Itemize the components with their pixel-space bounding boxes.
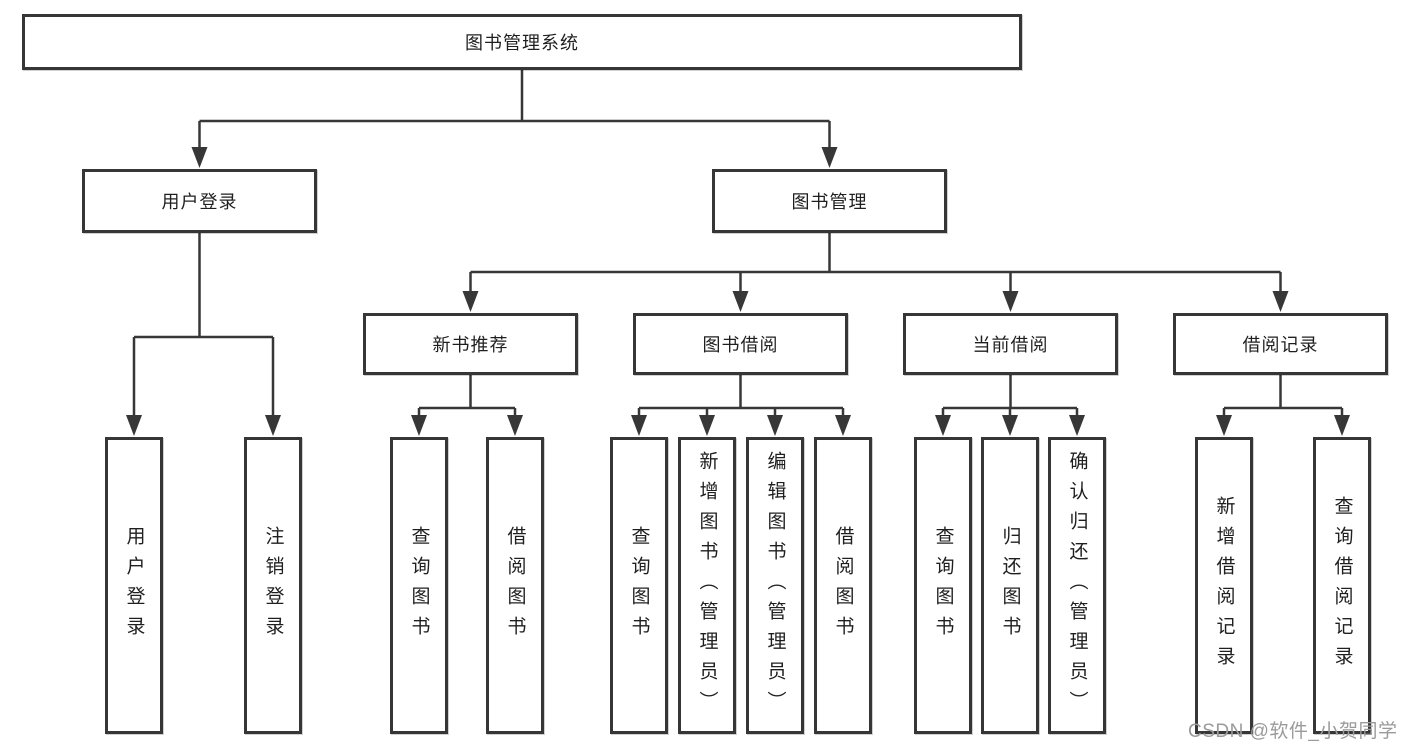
watermark: CSDN @软件_小贺同学 [1188, 721, 1398, 742]
node-new-book-recommendation: 新书推荐 [363, 313, 578, 375]
node-label: 新书推荐 [432, 335, 509, 355]
leaf-add-book-admin: 新增图书（管理员） [678, 437, 736, 734]
node-book-management: 图书管理 [712, 169, 947, 233]
node-library-management-system: 图书管理系统 [22, 14, 1022, 70]
leaf-label: 借阅图书 [832, 525, 854, 646]
leaf-label: 归还图书 [999, 525, 1021, 646]
leaf-label: 新增图书（管理员） [696, 450, 718, 721]
leaf-query-books-borrowing: 查询图书 [610, 437, 668, 734]
leaf-confirm-return-admin: 确认归还（管理员） [1048, 437, 1106, 734]
node-label: 图书管理 [791, 192, 868, 212]
leaf-borrow-books-recommend: 借阅图书 [486, 437, 544, 734]
leaf-label: 借阅图书 [504, 525, 526, 646]
leaf-label: 查询图书 [932, 525, 954, 646]
leaf-label: 确认归还（管理员） [1066, 450, 1088, 721]
node-book-borrowing: 图书借阅 [633, 313, 848, 375]
leaf-label: 用户登录 [123, 525, 145, 646]
leaf-user-login: 用户登录 [105, 437, 163, 734]
node-label: 借阅记录 [1242, 335, 1319, 355]
leaf-label: 查询借阅记录 [1331, 495, 1353, 676]
node-label: 图书管理系统 [465, 33, 579, 53]
leaf-label: 新增借阅记录 [1213, 495, 1235, 676]
leaf-borrow-books-borrowing: 借阅图书 [814, 437, 872, 734]
leaf-label: 注销登录 [262, 525, 284, 646]
leaf-edit-book-admin: 编辑图书（管理员） [746, 437, 804, 734]
leaf-query-books-current: 查询图书 [914, 437, 972, 734]
leaf-label: 编辑图书（管理员） [764, 450, 786, 721]
node-user-login: 用户登录 [82, 169, 317, 233]
leaf-logout: 注销登录 [244, 437, 302, 734]
node-current-borrowing: 当前借阅 [903, 313, 1118, 375]
node-label: 用户登录 [161, 192, 238, 212]
node-label: 图书借阅 [702, 335, 779, 355]
leaf-query-borrow-record: 查询借阅记录 [1313, 437, 1371, 734]
leaf-return-book: 归还图书 [981, 437, 1039, 734]
leaf-add-borrow-record: 新增借阅记录 [1195, 437, 1253, 734]
leaf-query-books-recommend: 查询图书 [390, 437, 448, 734]
node-borrowing-records: 借阅记录 [1173, 313, 1388, 375]
leaf-label: 查询图书 [628, 525, 650, 646]
leaf-label: 查询图书 [408, 525, 430, 646]
node-label: 当前借阅 [972, 335, 1049, 355]
